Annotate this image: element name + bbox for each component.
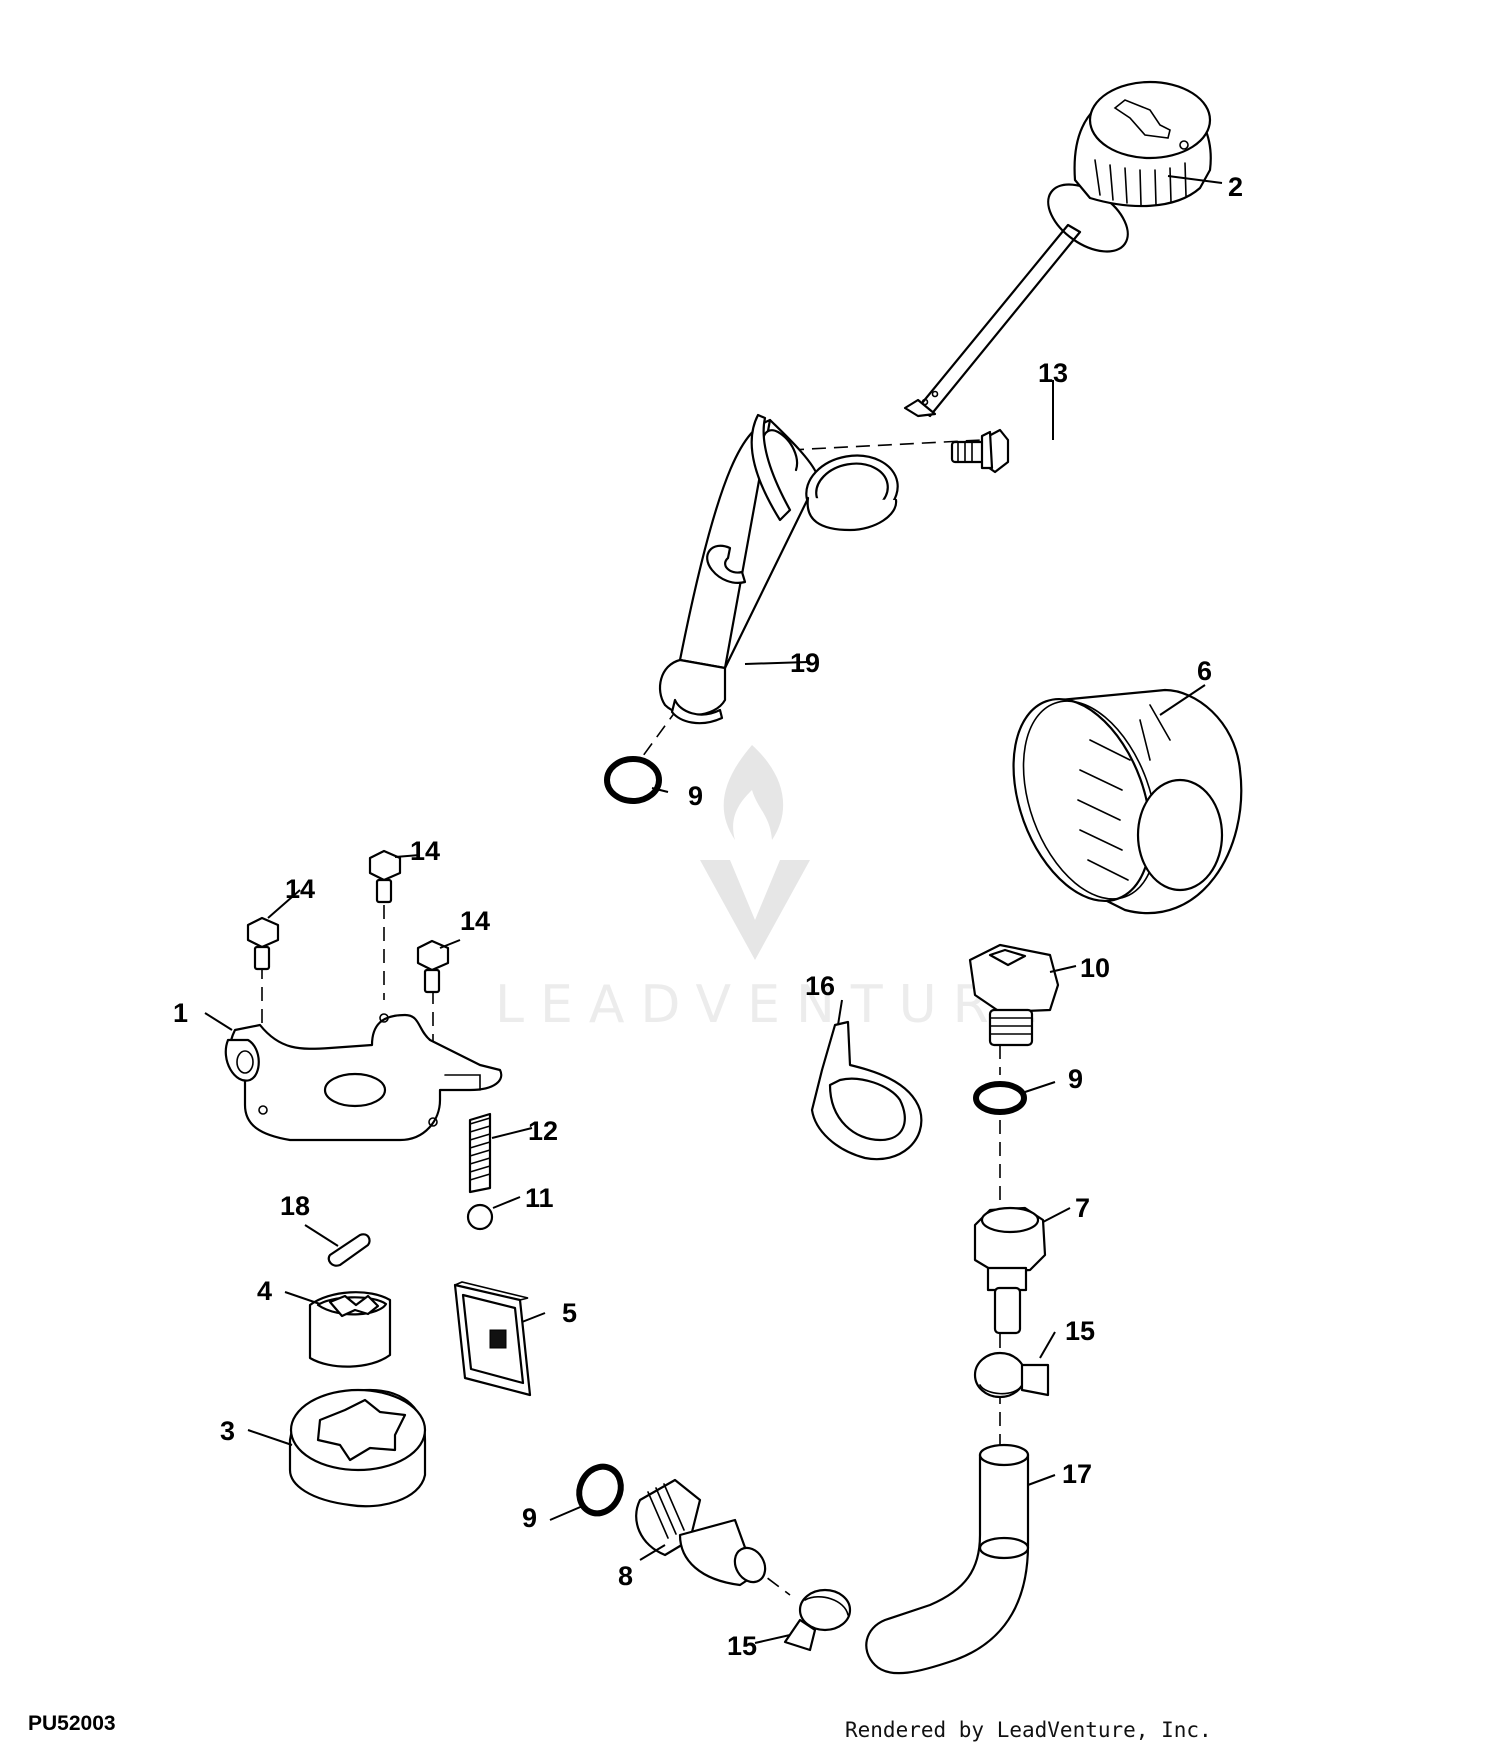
callout-2: 2	[1228, 172, 1243, 202]
callout-5: 5	[562, 1298, 577, 1328]
cover-5	[453, 1281, 532, 1397]
callout-6: 6	[1197, 656, 1212, 686]
callout-19: 19	[790, 648, 820, 678]
oil-filter	[1012, 688, 1243, 915]
leader-lines	[204, 175, 1223, 1644]
callout-14-left: 14	[285, 874, 315, 904]
callout-4: 4	[257, 1276, 272, 1306]
hose-17	[865, 1443, 1030, 1675]
watermark-flame-icon	[723, 745, 784, 840]
watermark-brand: LEADVENTURE	[495, 975, 1054, 1035]
callout-13: 13	[1038, 358, 1068, 388]
clamp-15-upper	[973, 1351, 1050, 1399]
watermark: LEADVENTURE	[495, 745, 1054, 1035]
assembly-lines	[261, 439, 1001, 1596]
callout-12: 12	[528, 1116, 558, 1146]
bolt-13	[950, 428, 1010, 474]
clamp-15-lower	[783, 1588, 852, 1652]
plug-10	[968, 943, 1060, 1047]
spring-12	[468, 1112, 492, 1194]
callout-16: 16	[805, 971, 835, 1001]
pin-18	[327, 1233, 371, 1267]
outer-rotor	[288, 1388, 427, 1508]
callout-10: 10	[1080, 953, 1110, 983]
dipstick-tube	[658, 413, 899, 725]
callout-15-upper: 15	[1065, 1316, 1095, 1346]
clip-16	[810, 1020, 923, 1161]
o-ring-9-middle	[973, 1081, 1027, 1115]
callout-14-right: 14	[460, 906, 490, 936]
callout-14-middle: 14	[410, 836, 440, 866]
callout-11: 11	[525, 1183, 554, 1213]
callout-1: 1	[173, 998, 188, 1028]
bolt-14-left	[246, 916, 280, 971]
diagram-code: PU52003	[28, 1712, 116, 1735]
callout-18: 18	[280, 1191, 310, 1221]
fitting-8	[635, 1478, 767, 1587]
o-ring-9-upper	[604, 756, 662, 804]
callout-7: 7	[1075, 1193, 1090, 1223]
ball-11	[466, 1203, 494, 1231]
render-credit: Rendered by LeadVenture, Inc.	[845, 1718, 1212, 1742]
callout-8: 8	[618, 1561, 633, 1591]
o-ring-9-lower	[576, 1463, 624, 1517]
callouts: 1 2 3 4 5 6 7 8 9 9 9 10 11 12 13 14 14 …	[173, 172, 1243, 1661]
fitting-7	[973, 1206, 1047, 1335]
callout-9-lower: 9	[522, 1503, 537, 1533]
callout-3: 3	[220, 1416, 235, 1446]
callout-17: 17	[1062, 1459, 1092, 1489]
callout-9-upper: 9	[688, 781, 703, 811]
watermark-v-icon	[700, 860, 810, 960]
bracket-plate	[224, 1013, 503, 1142]
inner-rotor	[308, 1291, 392, 1368]
bolt-14-middle	[368, 849, 402, 904]
callout-9-middle: 9	[1068, 1064, 1083, 1094]
bolt-14-right	[416, 939, 450, 994]
callout-15-lower: 15	[727, 1631, 757, 1661]
